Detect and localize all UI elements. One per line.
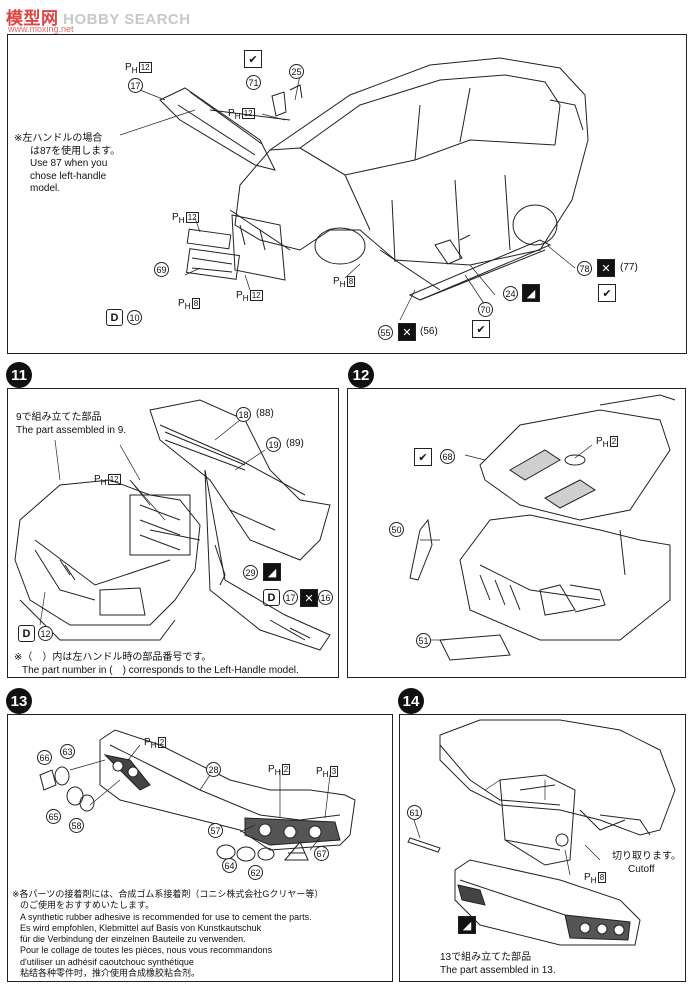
watermark-label: HOBBY SEARCH [63,11,191,28]
part-number-badge: 18 [236,407,251,422]
watermark-logo: 模型网 [6,9,59,28]
step14-rear-assembly [407,719,676,946]
part-number-badge: 64 [222,858,237,873]
step14-assembled-en: The part assembled in 13. [440,965,556,976]
part-number-badge: 70 [478,302,493,317]
part-number-badge: 51 [416,633,431,648]
watermark-url: www.moxing.net [8,24,74,34]
step13-small-parts [39,766,309,862]
part-number-badge: 63 [60,744,75,759]
part-number-badge: 55 [378,325,393,340]
part-number-alt: (89) [286,438,304,449]
black-paint-icon: ✕ [300,589,318,607]
step14-assembled-ja: 13で組み立てた部品 [440,952,532,963]
watermark: 模型网 HOBBY SEARCH [6,4,191,29]
part-number-badge: 61 [407,805,422,820]
step11-assembled-ja: 9で組み立てた部品 [16,412,102,423]
step10-side-skirts [379,239,552,301]
part-number-badge: 62 [248,865,263,880]
part-number-badge: 68 [440,449,455,464]
part-number-badge: 10 [127,310,142,325]
d-color-badge: D [263,589,280,606]
black-paint-icon: ✕ [398,323,416,341]
adhesive-icon: ◢ [263,563,281,581]
step14-cutoff-en: Cutoff [628,864,655,875]
part-number-badge: 28 [206,762,221,777]
step10-car-body [229,57,589,266]
part-number-badge: 58 [69,818,84,833]
step10-panel [7,34,687,354]
part-number-badge: 16 [318,590,333,605]
step14-leader-lines [413,779,601,876]
part-number-badge: 66 [37,750,52,765]
d-color-badge: D [18,625,35,642]
step10-left-handle-note: ※左ハンドルの場合 は87を使用します。 Use 87 when you cho… [14,133,121,194]
part-number-badge: 57 [208,823,223,838]
step12-hood-assembly [409,394,676,661]
part-number-badge: 25 [289,64,304,79]
step10-mirror-parts [271,84,471,265]
part-number-badge: 78 [577,261,592,276]
step11-front-assembly [14,399,331,651]
part-number-badge: 24 [503,286,518,301]
part-number-badge: 69 [154,262,169,277]
step11-number: 11 [6,362,32,388]
part-number-badge: 71 [246,75,261,90]
gloss-finish-icon: ✔ [244,50,262,68]
adhesive-icon: ◢ [522,284,540,302]
step13-adhesive-note: ※各パーツの接着剤には、合成ゴム系接着剤（コニシ株式会社Gクリヤー等） のご使用… [12,889,324,979]
gloss-finish-icon: ✔ [414,448,432,466]
part-number-badge: 50 [389,522,404,537]
part-number-alt: (56) [420,326,438,337]
part-number-badge: 12 [38,626,53,641]
step14-cutoff-ja: 切り取ります。 [612,851,681,862]
part-number-badge: 65 [46,809,61,824]
part-number-badge: 29 [243,565,258,580]
gloss-finish-icon: ✔ [472,320,490,338]
part-number-alt: (88) [256,408,274,419]
step12-number: 12 [348,362,374,388]
black-paint-icon: ✕ [597,259,615,277]
adhesive-icon: ◢ [458,916,476,934]
step14-number: 14 [398,688,424,714]
step10-cowl-panel [159,87,291,171]
d-color-badge: D [106,309,123,326]
part-number-badge: 67 [314,846,329,861]
step13-panel [7,714,393,982]
step14-panel [399,714,686,982]
step11-note-en: The part number in ( ) corresponds to th… [22,665,299,676]
step11-leader-lines [39,419,266,626]
step11-panel [7,388,339,678]
step11-note-ja: ※（ ）内は左ハンドル時の部品番号です。 [14,652,212,663]
step13-bumper-assembly [99,729,356,851]
step13-leader-lines [69,744,331,851]
step13-number: 13 [6,688,32,714]
step12-leader-lines [420,444,593,641]
gloss-finish-icon: ✔ [598,284,616,302]
step11-assembled-en: The part assembled in 9. [16,425,127,436]
part-number-badge: 19 [266,437,281,452]
part-number-alt: (77) [620,262,638,273]
step10-front-parts [186,214,286,281]
step10-leader-lines [119,74,576,321]
part-number-badge: 17 [283,590,298,605]
part-number-badge: 17 [128,78,143,93]
step12-panel [347,388,686,678]
